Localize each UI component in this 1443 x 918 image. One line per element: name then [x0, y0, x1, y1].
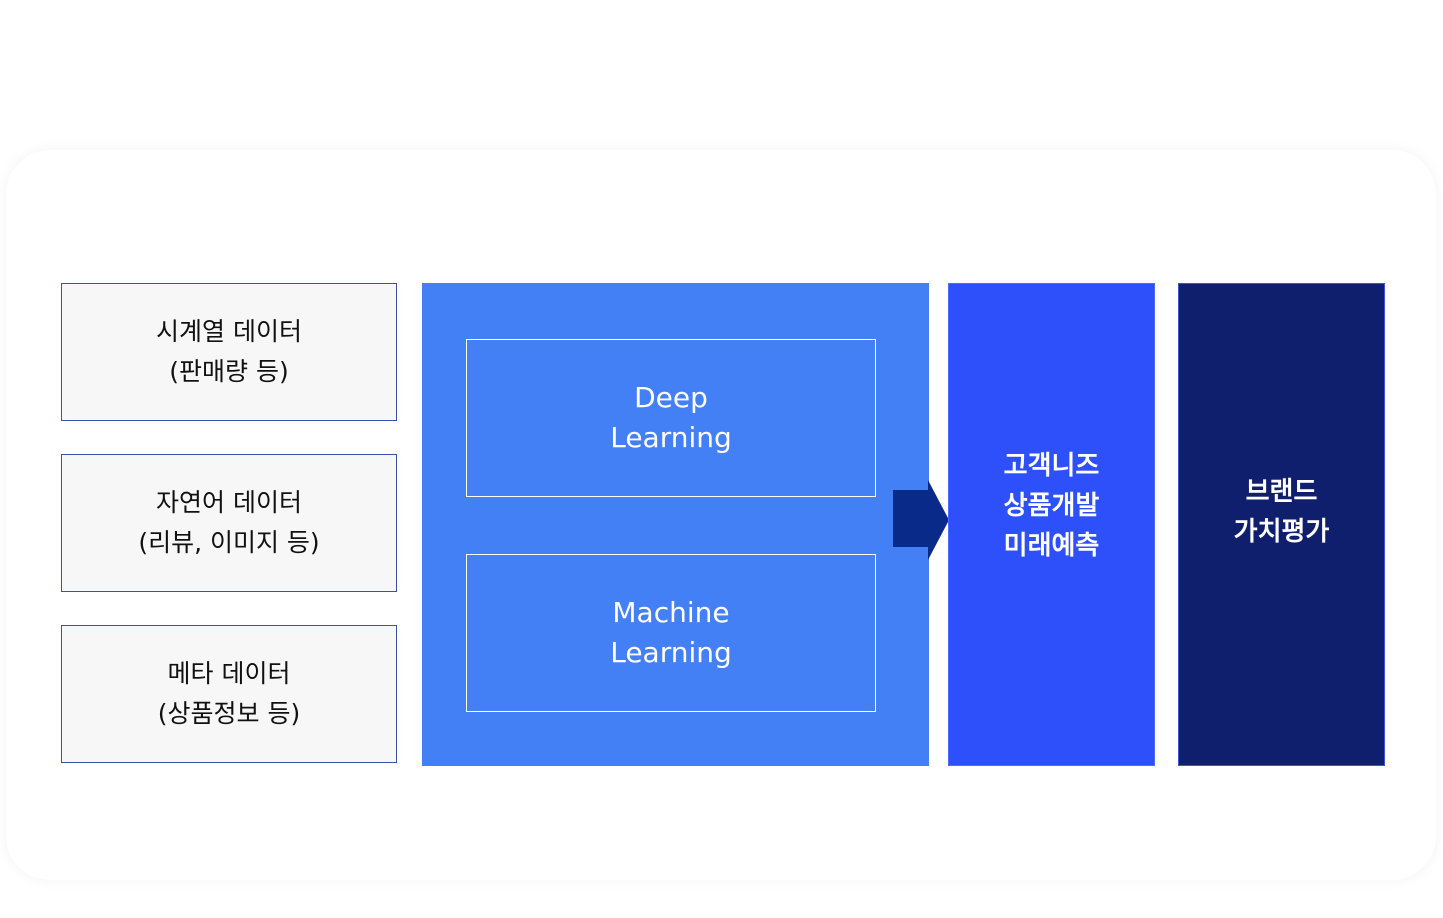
input-meta-box: 메타 데이터 (상품정보 등)	[61, 625, 397, 763]
input-natural-language-box: 자연어 데이터 (리뷰, 이미지 등)	[61, 454, 397, 592]
input-natural-language-detail: (리뷰, 이미지 등)	[138, 528, 320, 557]
flow-arrow-icon	[893, 480, 949, 560]
output-insights-box: 고객니즈 상품개발 미래예측	[948, 283, 1155, 766]
input-meta-title: 메타 데이터	[167, 659, 291, 688]
output-brand-line1: 브랜드	[1245, 477, 1318, 507]
deep-learning-box: Deep Learning	[466, 339, 876, 497]
model-panel: Deep Learning Machine Learning	[422, 283, 929, 766]
input-timeseries-detail: (판매량 등)	[169, 357, 289, 386]
machine-learning-box: Machine Learning	[466, 554, 876, 712]
output-insights-line3: 미래예측	[1003, 531, 1100, 561]
machine-learning-line1: Machine	[612, 596, 730, 629]
input-timeseries-title: 시계열 데이터	[156, 317, 302, 346]
output-brand-box: 브랜드 가치평가	[1178, 283, 1385, 766]
input-meta-detail: (상품정보 등)	[157, 699, 301, 728]
input-natural-language-title: 자연어 데이터	[156, 488, 302, 517]
machine-learning-line2: Learning	[610, 636, 732, 669]
deep-learning-line2: Learning	[610, 421, 732, 454]
input-timeseries-box: 시계열 데이터 (판매량 등)	[61, 283, 397, 421]
output-insights-line1: 고객니즈	[1003, 451, 1100, 481]
output-brand-line2: 가치평가	[1233, 517, 1330, 547]
deep-learning-line1: Deep	[634, 381, 708, 414]
output-insights-line2: 상품개발	[1003, 491, 1100, 521]
